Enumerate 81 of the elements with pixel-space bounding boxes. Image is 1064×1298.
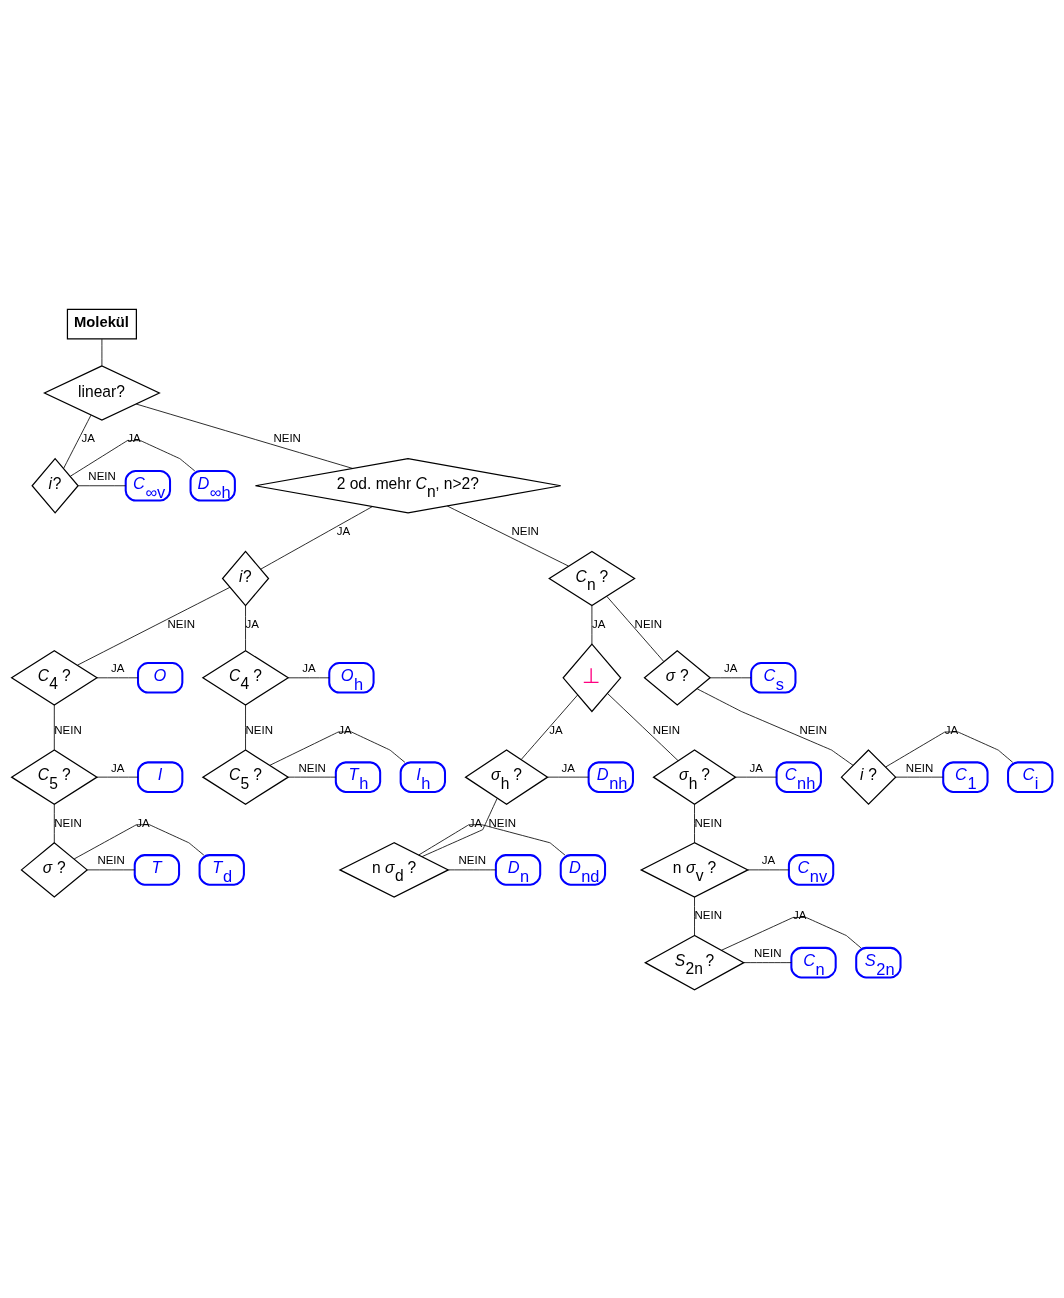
edge-label: NEIN (905, 761, 934, 774)
edge-label: NEIN (458, 853, 486, 866)
connector (260, 505, 373, 569)
edge-label: JA (944, 723, 959, 736)
connector (77, 484, 127, 486)
connector (696, 687, 854, 766)
connector (606, 595, 665, 662)
edge-label: NEIN (88, 469, 116, 482)
connector (421, 797, 498, 857)
edge-label: NEIN (694, 908, 722, 921)
connector (70, 439, 196, 477)
connector (77, 586, 231, 666)
connector (287, 676, 330, 678)
node-box: I (137, 760, 184, 793)
connector (73, 823, 205, 859)
connector (53, 803, 55, 843)
connector (63, 414, 92, 469)
connector (287, 776, 337, 778)
edge-label: JA (302, 661, 316, 674)
edge-label: JA (338, 723, 352, 736)
connector (735, 776, 777, 778)
edge-label: NEIN (488, 816, 516, 829)
node-diamond: i? (221, 549, 270, 607)
edge-label: NEIN (754, 946, 782, 959)
connector (135, 403, 354, 469)
connector (96, 676, 139, 678)
edge-label: NEIN (54, 816, 82, 829)
connector (709, 676, 752, 678)
node-diamond: ⊥ (562, 642, 622, 712)
connector (86, 868, 136, 870)
node-diamond: i? (31, 457, 79, 514)
connector (245, 604, 246, 651)
connector (607, 692, 679, 761)
edge-label: JA (245, 617, 259, 630)
edge-label: JA (110, 661, 125, 674)
node-box: T (133, 853, 181, 886)
edge-label: JA (749, 761, 763, 774)
edge-label: JA (591, 617, 606, 630)
node-diamond: linear? (43, 364, 161, 421)
edge-label: JA (110, 761, 125, 774)
edge-label: JA (81, 431, 95, 444)
edge-label: NEIN (634, 617, 663, 630)
edge-label: NEIN (511, 524, 539, 537)
connector (418, 823, 566, 855)
edge-label: NEIN (298, 761, 326, 774)
connector (747, 868, 790, 870)
connector (694, 803, 695, 843)
edge-label: JA (561, 761, 575, 774)
edge-label: JA (336, 524, 351, 537)
connector (446, 505, 569, 566)
connector (53, 704, 55, 750)
node-box: Molekül (66, 308, 137, 339)
connector (885, 731, 1014, 767)
connector (448, 868, 497, 870)
edge-label: JA (136, 816, 150, 829)
connector (96, 776, 139, 778)
connector (547, 776, 589, 778)
edge-label: NEIN (273, 431, 301, 444)
edge-label: JA (724, 661, 738, 674)
node-box: O (137, 661, 184, 694)
edge-label: NEIN (694, 816, 722, 829)
edge-label: NEIN (652, 723, 681, 736)
edge-label: NEIN (54, 723, 82, 736)
edge-label: NEIN (245, 723, 273, 736)
connector (694, 896, 695, 936)
node-diamond: i ? (840, 748, 897, 805)
node-diamond: σ ? (643, 649, 712, 706)
edge-label: NEIN (799, 723, 828, 736)
connector (520, 694, 579, 760)
connector (721, 916, 862, 951)
edge-label: NEIN (167, 617, 196, 630)
connector (591, 604, 593, 644)
connector (895, 776, 944, 778)
connector (269, 731, 406, 766)
edge-label: NEIN (97, 853, 125, 866)
node-diamond: σ ? (20, 841, 89, 898)
edge-label: JA (549, 723, 563, 736)
edge-label: JA (761, 853, 776, 866)
connector (101, 338, 103, 366)
connector (743, 961, 792, 963)
connector (245, 704, 246, 750)
